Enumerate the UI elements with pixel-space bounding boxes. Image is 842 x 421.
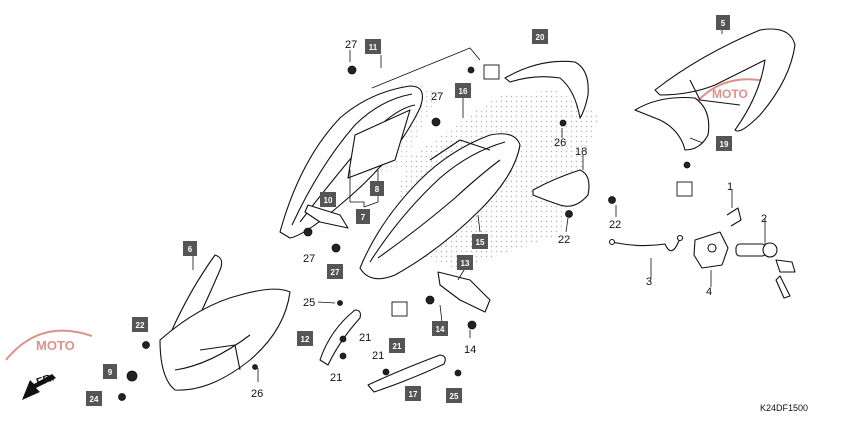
svg-text:27: 27 xyxy=(303,253,315,265)
svg-text:8: 8 xyxy=(375,185,380,194)
svg-text:20: 20 xyxy=(536,33,545,42)
ref-box-13: 13 xyxy=(457,255,473,270)
bracket-part-13 xyxy=(437,271,491,313)
ref-box-20: 20 xyxy=(532,29,548,44)
left-upper-cover-part xyxy=(279,85,423,239)
svg-text:16: 16 xyxy=(459,87,468,96)
svg-text:22: 22 xyxy=(609,219,621,231)
ref-box-25: 25 xyxy=(446,388,462,403)
plain-labels: 27 27 26 18 22 22 27 1 2 3 4 25 21 21 21… xyxy=(251,39,767,400)
svg-text:22: 22 xyxy=(558,234,570,246)
svg-text:MOTO: MOTO xyxy=(36,338,75,353)
ref-box-24: 24 xyxy=(86,391,102,406)
hook-part xyxy=(726,207,742,227)
svg-text:9: 9 xyxy=(108,368,113,377)
svg-text:19: 19 xyxy=(720,140,729,149)
svg-text:FR.: FR. xyxy=(35,371,56,388)
ref-box-14: 14 xyxy=(432,321,448,336)
tail-cover-part xyxy=(634,96,710,151)
lower-strip-part xyxy=(367,354,446,393)
svg-text:21: 21 xyxy=(330,372,342,384)
ref-box-21: 21 xyxy=(389,338,405,353)
svg-text:18: 18 xyxy=(575,146,587,158)
svg-text:6: 6 xyxy=(188,245,193,254)
svg-text:11: 11 xyxy=(369,43,378,52)
front-direction-arrow: FR. xyxy=(22,371,56,400)
svg-text:1: 1 xyxy=(727,181,733,193)
svg-text:14: 14 xyxy=(436,325,445,334)
ref-box-15: 15 xyxy=(472,234,488,249)
ref-box-10: 10 xyxy=(320,192,336,207)
svg-text:5: 5 xyxy=(721,19,726,28)
cable-part xyxy=(608,234,684,252)
ref-box-8: 8 xyxy=(370,181,384,196)
svg-text:12: 12 xyxy=(301,335,310,344)
svg-text:17: 17 xyxy=(409,390,418,399)
svg-text:21: 21 xyxy=(393,342,402,351)
svg-text:2: 2 xyxy=(761,213,767,225)
svg-text:25: 25 xyxy=(450,392,459,401)
svg-text:14: 14 xyxy=(464,344,476,356)
svg-text:25: 25 xyxy=(303,297,315,309)
svg-text:3: 3 xyxy=(646,276,652,288)
svg-text:21: 21 xyxy=(359,332,371,344)
upper-trim-part-20 xyxy=(504,60,589,119)
fasteners xyxy=(118,65,691,401)
ref-box-7: 7 xyxy=(356,209,370,224)
bracket-part-18 xyxy=(532,169,590,207)
front-side-cover-part xyxy=(159,254,291,391)
svg-text:13: 13 xyxy=(461,259,470,268)
leader-lines xyxy=(192,22,766,382)
svg-text:24: 24 xyxy=(90,395,99,404)
svg-text:26: 26 xyxy=(251,388,263,400)
ref-box-6: 6 xyxy=(183,241,197,256)
bracket-part-10 xyxy=(304,204,349,229)
lock-bracket-part xyxy=(693,231,729,269)
boxed-labels: 11 20 5 16 19 8 10 7 15 6 27 13 14 22 12… xyxy=(86,15,732,406)
ref-box-9: 9 xyxy=(103,364,117,379)
ref-box-11: 11 xyxy=(365,39,381,54)
svg-text:26: 26 xyxy=(554,137,566,149)
ref-box-22: 22 xyxy=(132,317,148,332)
ref-box-12: 12 xyxy=(297,331,313,346)
grab-rail-part xyxy=(654,28,796,132)
ref-box-27: 27 xyxy=(327,264,343,279)
svg-text:15: 15 xyxy=(476,238,485,247)
svg-text:27: 27 xyxy=(345,39,357,51)
ref-box-19: 19 xyxy=(716,136,732,151)
svg-text:4: 4 xyxy=(706,286,712,298)
ref-box-5: 5 xyxy=(716,15,730,30)
svg-text:27: 27 xyxy=(331,268,340,277)
svg-text:22: 22 xyxy=(136,321,145,330)
diagram-code: K24DF1500 xyxy=(760,403,808,413)
key-cylinder-part xyxy=(735,242,796,299)
svg-text:27: 27 xyxy=(431,91,443,103)
svg-text:MOTO: MOTO xyxy=(712,87,748,101)
ref-box-16: 16 xyxy=(455,83,471,98)
svg-text:21: 21 xyxy=(372,350,384,362)
svg-text:10: 10 xyxy=(324,196,333,205)
main-body-cover-part xyxy=(359,133,521,280)
empty-reference-boxes xyxy=(391,64,693,317)
svg-text:7: 7 xyxy=(361,213,366,222)
ref-box-17: 17 xyxy=(405,386,421,401)
